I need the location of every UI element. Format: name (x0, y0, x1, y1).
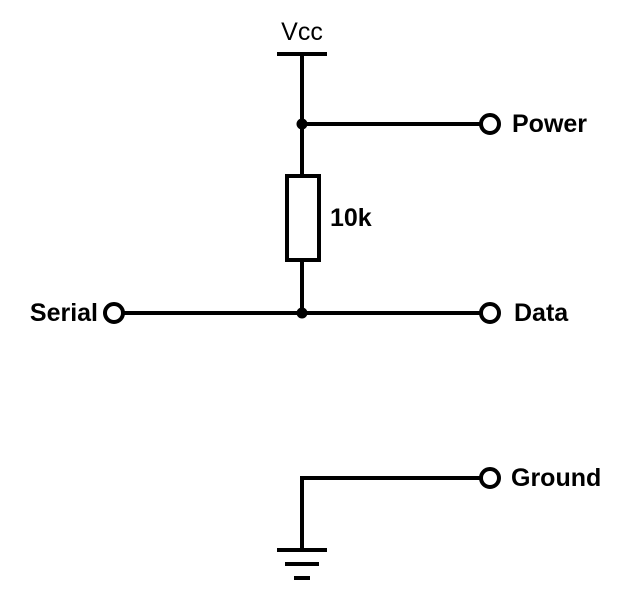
vcc-label: Vcc (281, 18, 323, 46)
serial-terminal (103, 302, 125, 324)
resistor (285, 174, 321, 262)
ground-terminal (479, 467, 501, 489)
vcc-supply: Vcc (277, 18, 327, 56)
power-label: Power (512, 110, 587, 138)
ground-symbol (277, 548, 327, 580)
power-terminal (479, 113, 501, 135)
serial-label: Serial (30, 299, 98, 327)
ground-wire (300, 476, 482, 550)
ground-label: Ground (511, 464, 601, 492)
resistor-value-label: 10k (330, 204, 372, 232)
power-junction-dot (296, 118, 308, 130)
data-label: Data (514, 299, 569, 327)
data-junction-dot (296, 307, 308, 319)
data-terminal (479, 302, 501, 324)
